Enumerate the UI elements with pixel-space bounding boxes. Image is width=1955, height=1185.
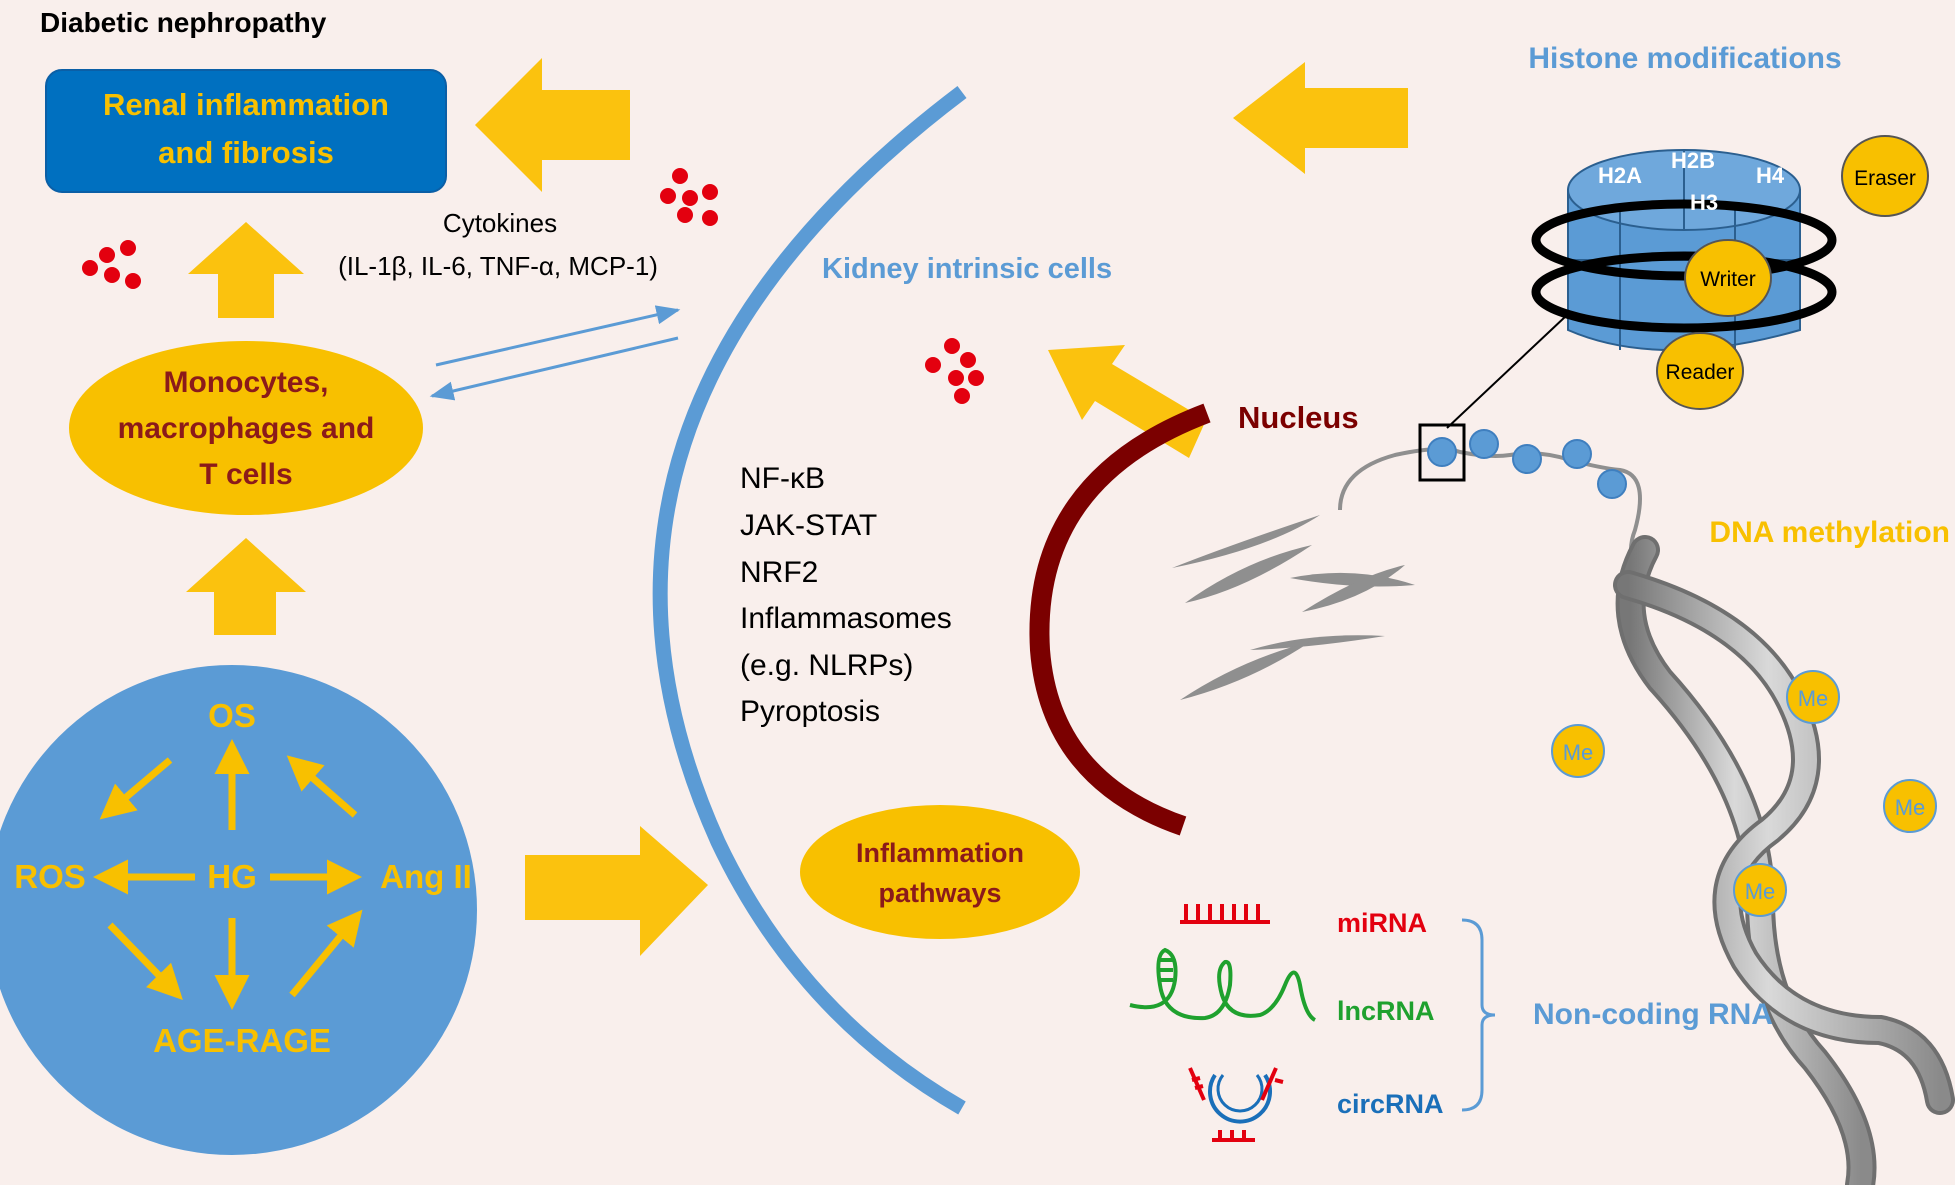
- arrow-left-into-renal-box: [475, 58, 630, 192]
- cytokines-list: (IL-1β, IL-6, TNF-α, MCP-1): [338, 251, 658, 281]
- pathway-list: NF-κB JAK-STAT NRF2 Inflammasomes (e.g. …: [740, 462, 952, 728]
- ros-to-age-rage-arrow: [107, 922, 183, 1001]
- mirna-icon: [1180, 904, 1270, 924]
- arrow-up-to-renal-box: [188, 222, 304, 318]
- blue-arrow-to-immune: [429, 336, 679, 401]
- circrna-label: circRNA: [1337, 1089, 1444, 1119]
- immune-line1: Monocytes,: [163, 366, 328, 399]
- mirna-label: miRNA: [1337, 908, 1427, 938]
- methyl-label: Me: [1798, 686, 1829, 711]
- reader-badge: Reader: [1656, 332, 1744, 410]
- arrow-up-to-immune-cells: [186, 538, 306, 635]
- writer-badge: Writer: [1684, 239, 1772, 317]
- lncrna-label: lncRNA: [1337, 996, 1435, 1026]
- cytokine-dots-kidney: [925, 338, 984, 404]
- pathway-item: Inflammasomes: [740, 602, 952, 635]
- stressor-os: OS: [208, 697, 256, 734]
- lncrna-icon: [1129, 947, 1317, 1022]
- cytokine-dots-top: [660, 168, 718, 226]
- methyl-group: Me: [1786, 670, 1840, 724]
- methyl-label: Me: [1745, 879, 1776, 904]
- age-rage-to-ang-ii-arrow: [289, 909, 363, 998]
- histone-h4: H4: [1756, 163, 1785, 188]
- pathway-item: JAK-STAT: [740, 509, 877, 542]
- eraser-badge: Eraser: [1841, 135, 1929, 217]
- kidney-intrinsic-cells-label: Kidney intrinsic cells: [822, 253, 1112, 285]
- histone-h2b: H2B: [1671, 148, 1715, 173]
- chromosomes: [1172, 515, 1415, 700]
- os-to-ros-arrow: [99, 757, 173, 820]
- methyl-group: Me: [1551, 724, 1605, 778]
- immune-line2: macrophages and: [118, 412, 375, 445]
- renal-box-line2: and fibrosis: [158, 135, 334, 170]
- zoom-connector-line: [1446, 315, 1567, 429]
- immune-line3: T cells: [199, 458, 292, 491]
- pathway-item: NRF2: [740, 556, 818, 589]
- writer-label: Writer: [1700, 268, 1756, 291]
- methyl-label: Me: [1895, 795, 1926, 820]
- ncrna-bracket: [1461, 918, 1496, 1112]
- renal-box-line1: Renal inflammation: [103, 87, 389, 122]
- blue-arrow-to-kidney: [435, 305, 681, 367]
- methyl-group: Me: [1733, 863, 1787, 917]
- cytokine-dots-left: [82, 240, 141, 289]
- methyl-label: Me: [1563, 740, 1594, 765]
- inflammation-pathways-line2: pathways: [878, 878, 1001, 908]
- eraser-label: Eraser: [1854, 167, 1916, 190]
- non-coding-rna-label: Non-coding RNA: [1533, 998, 1773, 1031]
- renal-inflammation-box: Renal inflammation and fibrosis: [45, 69, 447, 193]
- ang-ii-to-os-arrow: [286, 755, 358, 818]
- histone-modifications-title: Histone modifications: [1528, 42, 1841, 75]
- dna-methylation-label: DNA methylation: [1709, 516, 1950, 549]
- pathway-item: Pyroptosis: [740, 695, 880, 728]
- reader-label: Reader: [1666, 361, 1735, 384]
- arrow-left-from-histone: [1233, 62, 1408, 174]
- kidney-cell-membrane: [652, 86, 967, 1115]
- histone-h2a: H2A: [1598, 163, 1642, 188]
- histone-octamer: H2A H2B H3 H4: [1531, 148, 1837, 351]
- nucleosome-highlight-box: [1418, 423, 1466, 482]
- stressor-hg: HG: [207, 858, 257, 895]
- pathway-item: NF-κB: [740, 462, 825, 495]
- arrow-diagonal-from-nucleus: [1048, 345, 1206, 458]
- histone-h3: H3: [1690, 190, 1718, 215]
- dna-double-helix: [1613, 535, 1955, 1185]
- chromatin-fiber: [1338, 447, 1642, 582]
- stressor-ang-ii: Ang II: [380, 858, 472, 895]
- circrna-icon: [1188, 1067, 1284, 1142]
- nucleosomes: [1427, 429, 1627, 499]
- stressor-age-rage: AGE-RAGE: [153, 1022, 331, 1059]
- methyl-group: Me: [1883, 779, 1937, 833]
- pathway-item: (e.g. NLRPs): [740, 649, 913, 682]
- inflammation-pathways-ellipse: Inflammation pathways: [800, 805, 1080, 939]
- nucleus-label: Nucleus: [1238, 400, 1359, 435]
- stressors-circle: OS HG ROS Ang II AGE-RAGE: [0, 665, 477, 1155]
- nucleus-membrane: [1029, 403, 1211, 836]
- stressor-ros: ROS: [14, 858, 86, 895]
- inflammation-pathways-line1: Inflammation: [856, 838, 1024, 868]
- immune-cells-ellipse: Monocytes, macrophages and T cells: [69, 341, 423, 515]
- arrow-right-to-kidney: [525, 826, 708, 956]
- diagram-title: Diabetic nephropathy: [40, 7, 327, 38]
- cytokines-label: Cytokines: [443, 208, 557, 238]
